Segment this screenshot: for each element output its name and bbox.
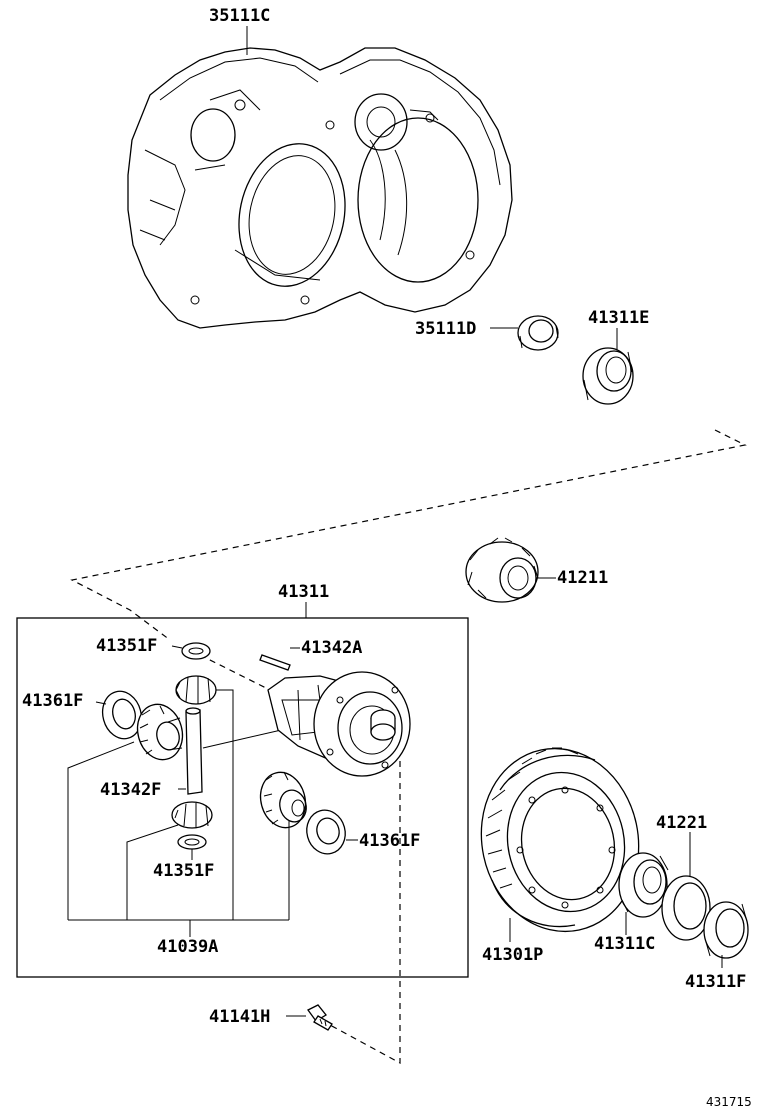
transaxle-housing-drawing: [127, 47, 513, 329]
part-label-41342F: 41342F: [100, 780, 161, 800]
differential-case: [267, 671, 411, 777]
part-label-35111C: 35111C: [209, 6, 270, 26]
bearing-race-41141H: [703, 901, 749, 959]
dashed-leader-upper: [70, 429, 747, 641]
differential-assembly-box: [16, 617, 469, 978]
kit-bracket-41039A: [67, 689, 290, 937]
part-label-41039A: 41039A: [157, 937, 218, 957]
side-gear-washer-41361F-left: [101, 690, 143, 740]
side-gear-left: [136, 703, 184, 761]
thrust-washer-41351F-bottom: [177, 834, 207, 850]
side-gear-right: [259, 771, 307, 829]
part-label-41311E: 41311E: [588, 308, 649, 328]
pin-41342A: [259, 654, 291, 671]
part-label-41211: 41211: [557, 568, 608, 588]
part-label-41351F-bottom: 41351F: [153, 861, 214, 881]
part-label-41351F-top: 41351F: [96, 636, 157, 656]
part-label-41311C: 41221: [656, 813, 707, 833]
part-label-41221: 41301P: [482, 945, 543, 965]
ring-gear-41221: [480, 747, 640, 933]
pinion-gear-bottom: [171, 801, 213, 829]
bolt-41301P: [307, 1004, 333, 1031]
bearing-41311F: [618, 852, 669, 918]
oil-seal-35111D: [517, 315, 559, 351]
part-label-41301P: 41141H: [209, 1007, 270, 1027]
pinion-shaft-41342F: [185, 707, 203, 795]
dashed-leader-lower: [329, 750, 401, 1065]
part-label-41311: 41311: [278, 582, 329, 602]
pinion-gear-top: [175, 675, 217, 705]
part-label-41361F-right: 41361F: [359, 831, 420, 851]
part-label-41342A: 41342A: [301, 638, 362, 658]
speedometer-gear-41211: [465, 537, 539, 603]
figure-number: 431715: [706, 1095, 752, 1109]
shim-41311C: [661, 875, 711, 941]
part-label-41141H: 41311F: [685, 972, 746, 992]
part-label-41361F-left: 41361F: [22, 691, 83, 711]
thrust-washer-41351F-top: [181, 642, 211, 660]
part-label-41311F: 41311C: [594, 934, 655, 954]
bearing-41311E: [582, 347, 634, 405]
part-label-35111D: 35111D: [415, 319, 476, 339]
side-gear-washer-41361F-right: [306, 809, 346, 855]
